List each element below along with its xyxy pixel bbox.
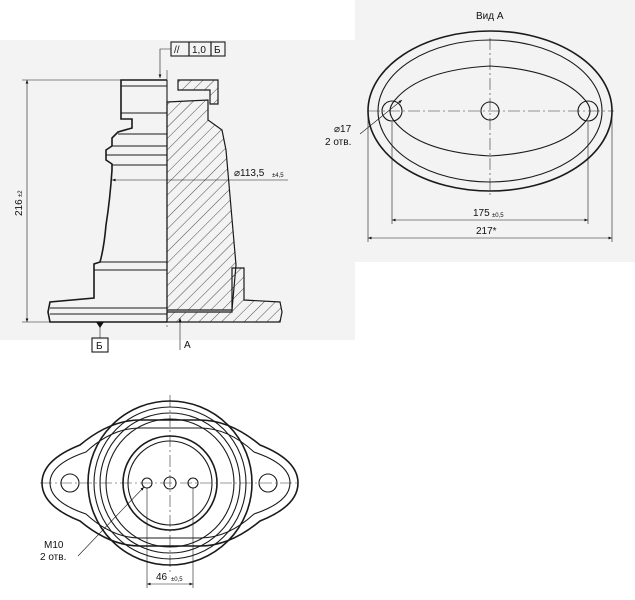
plan-mount-hole-left <box>60 473 80 493</box>
tol-leader <box>158 48 171 78</box>
view-a-arrow-label: А <box>184 340 191 351</box>
dim-175-tol: ±0,5 <box>492 213 504 219</box>
plan-ring-1 <box>87 400 253 566</box>
mount-hole-left <box>381 100 403 122</box>
hole-leader <box>359 99 403 135</box>
section-hatch-body <box>166 99 237 311</box>
datum-b-box <box>91 337 109 353</box>
tol-datum-cell <box>210 41 226 57</box>
plan-ring-4 <box>105 418 235 548</box>
plan-center-hole <box>163 476 177 490</box>
dim-216-tol: ±2 <box>18 190 24 197</box>
tol-datum: Б <box>214 45 221 56</box>
thread-leader <box>77 486 145 557</box>
flange-inner-ellipse <box>377 39 603 183</box>
dim-217-value: 217* <box>476 226 497 237</box>
hole-count-label: 2 отв. <box>325 137 351 148</box>
view-a-panel <box>355 0 635 262</box>
flange-pad-outline <box>389 65 591 157</box>
tolerance-frame: // 1,0 Б <box>158 41 226 78</box>
section-hatch-flange <box>166 267 283 323</box>
dim-dia-value: ⌀113,5 <box>234 168 265 179</box>
view-a-title: Вид А <box>476 11 504 22</box>
dim-216-value: 216 <box>14 199 25 216</box>
plan-flange-inner <box>49 427 291 539</box>
plan-ring-2 <box>93 406 247 560</box>
hole-dia-label: ⌀17 <box>334 124 352 135</box>
center-hole <box>480 101 500 121</box>
thread-label: М10 <box>44 540 64 551</box>
dim-46-tol: ±0,5 <box>171 577 183 583</box>
main-view: // 1,0 Б 216 ±2 ⌀113,5 ±4,5 Б А <box>14 41 288 353</box>
plan-view: М10 2 отв. 46 ±0,5 <box>40 395 300 588</box>
dim-175-value: 175 <box>473 208 490 219</box>
dim-46-value: 46 <box>156 572 168 583</box>
view-a: Вид А ⌀17 2 отв. 175 ±0,5 217* <box>325 11 614 242</box>
thread-count-label: 2 отв. <box>40 552 66 563</box>
tol-value: 1,0 <box>192 45 206 56</box>
section-hatch-cap <box>177 79 219 105</box>
plan-mount-hole-right <box>258 473 278 493</box>
plan-flange-outline <box>41 419 299 547</box>
mount-hole-right <box>577 100 599 122</box>
blank-area <box>385 262 635 600</box>
tol-symbol: // <box>174 45 180 56</box>
plan-ring-3 <box>99 412 241 554</box>
datum-b-triangle <box>96 322 104 328</box>
datum-b-label: Б <box>96 341 103 352</box>
plan-ring-5 <box>122 435 218 531</box>
plan-ring-6 <box>127 440 213 526</box>
dim-dia-tol: ±4,5 <box>272 173 284 179</box>
